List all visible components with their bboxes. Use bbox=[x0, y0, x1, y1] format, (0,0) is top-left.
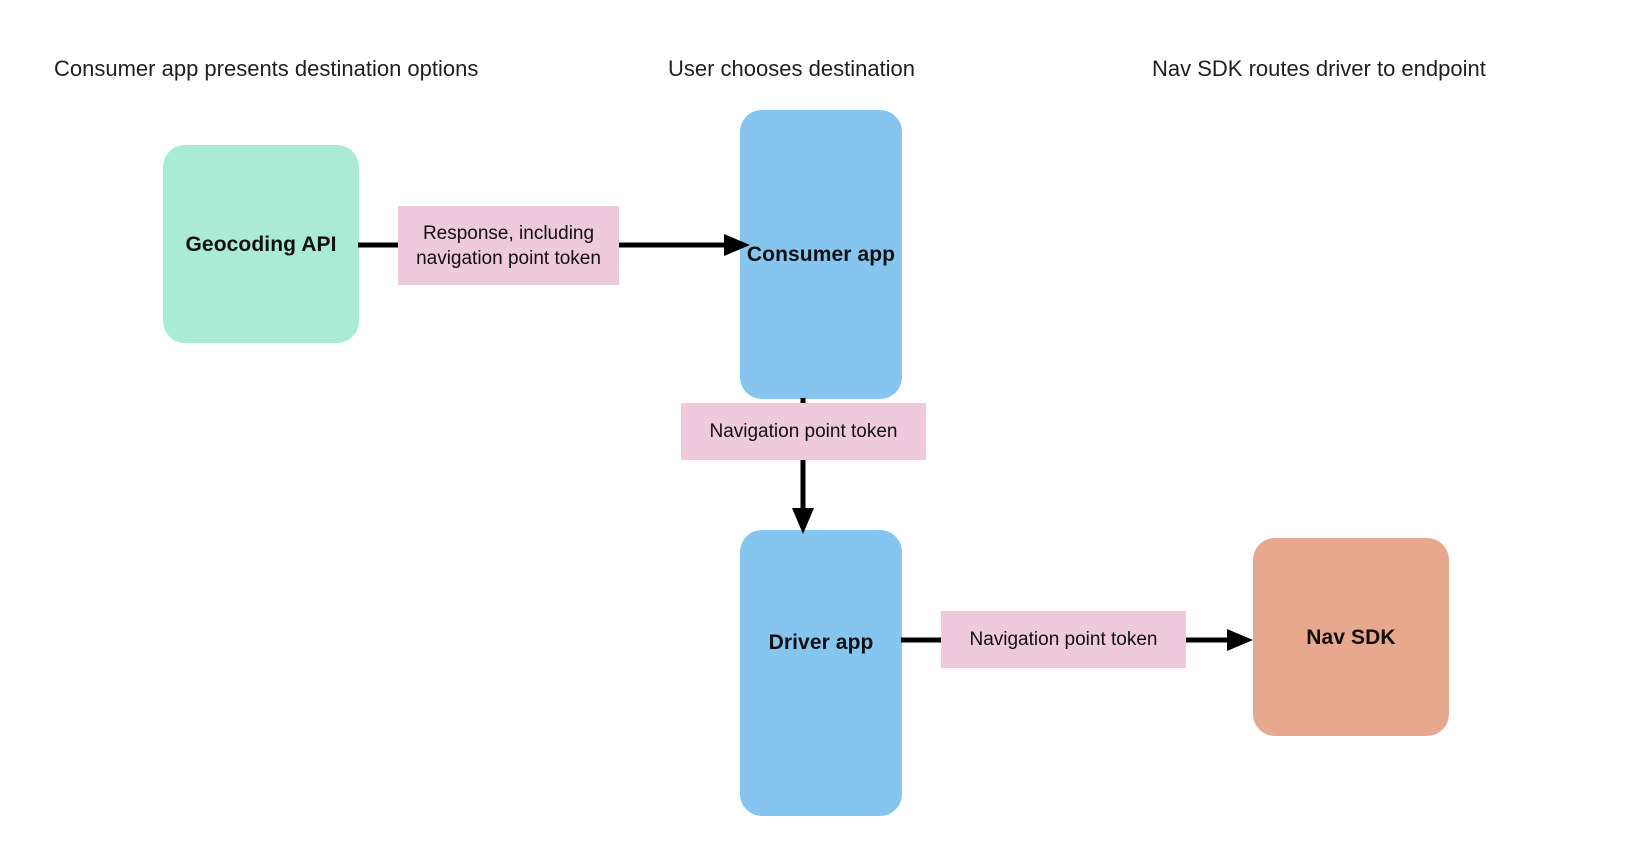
node-nav-sdk[interactable]: Nav SDK bbox=[1253, 538, 1449, 736]
edge-label-response-including-navigation-point-token: Response, including navigation point tok… bbox=[398, 206, 619, 285]
node-label-nav-sdk: Nav SDK bbox=[1306, 625, 1396, 649]
edge-label-navigation-point-token-driver-to-navsdk: Navigation point token bbox=[941, 611, 1186, 668]
node-label-geocoding-api: Geocoding API bbox=[185, 232, 337, 256]
column-heading-nav-sdk-routes-driver-to-endpoint: Nav SDK routes driver to endpoint bbox=[1152, 56, 1486, 81]
column-heading-user-chooses-destination: User chooses destination bbox=[668, 56, 916, 81]
column-heading-consumer-app-presents-destination-options: Consumer app presents destination option… bbox=[54, 56, 479, 81]
node-consumer-app[interactable]: Consumer app bbox=[740, 110, 902, 399]
node-geocoding-api[interactable]: Geocoding API bbox=[163, 145, 359, 343]
node-label-driver-app: Driver app bbox=[768, 631, 874, 654]
edge-label-navigation-point-token-consumer-to-driver: Navigation point token bbox=[681, 403, 926, 460]
edge-label-text-response-including-navigation-point-token: Response, including navigation point tok… bbox=[416, 222, 601, 269]
node-label-consumer-app: Consumer app bbox=[746, 243, 896, 266]
edge-label-text-navigation-point-token-consumer-to-driver: Navigation point token bbox=[709, 421, 898, 442]
node-driver-app[interactable]: Driver app bbox=[740, 530, 902, 816]
edge-label-text-navigation-point-token-driver-to-navsdk: Navigation point token bbox=[969, 629, 1158, 650]
